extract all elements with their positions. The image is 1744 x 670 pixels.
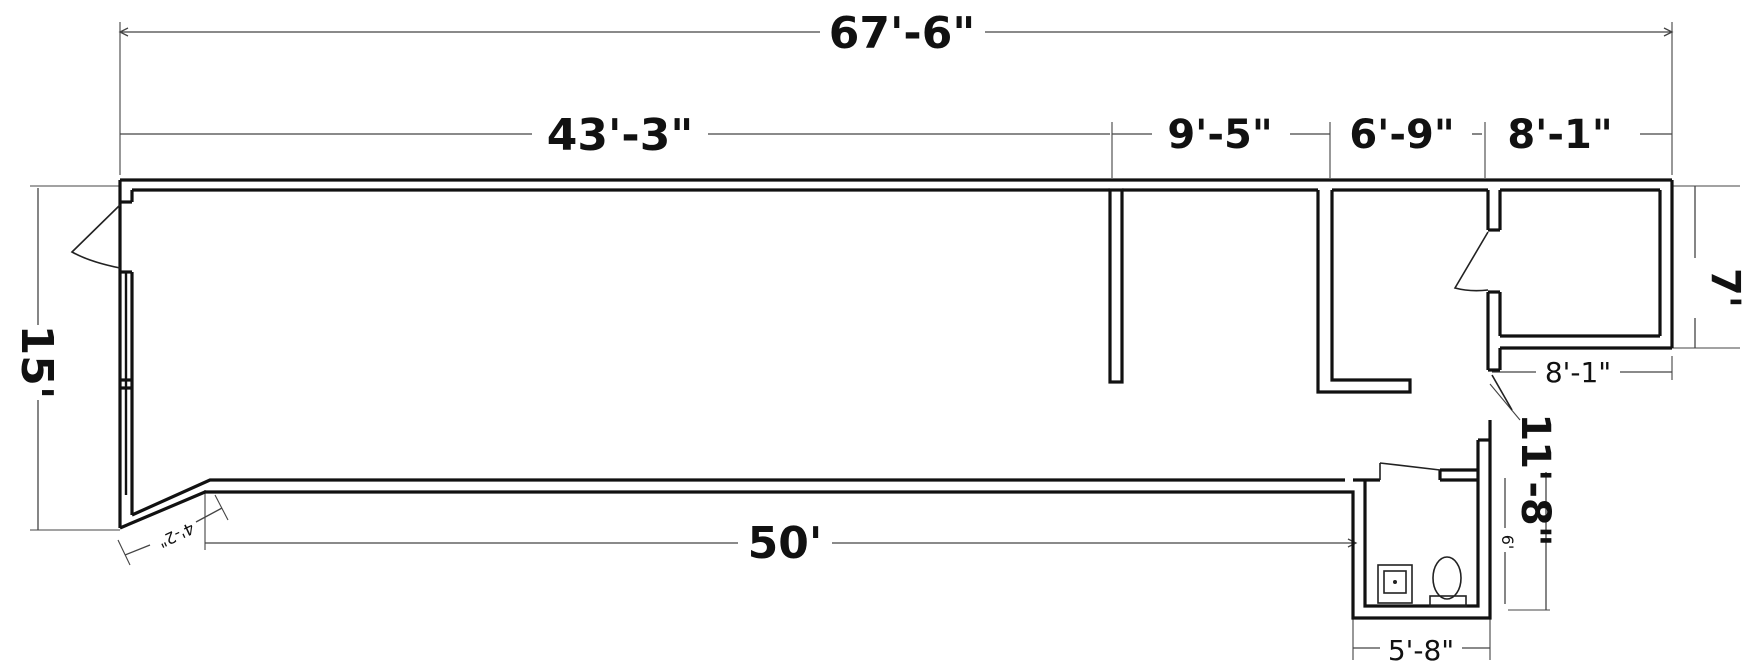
lower-right-height-label: 11'-8" bbox=[1512, 413, 1558, 546]
toilet-icon bbox=[1432, 556, 1462, 600]
angled-wall-label: 4'-2" bbox=[155, 518, 197, 551]
overall-width-label: 67'-6" bbox=[829, 8, 976, 59]
restroom-width-label: 5'-8" bbox=[1388, 634, 1454, 667]
dimension-labels: 67'-6" 43'-3" 9'-5" 6'-9" 8'-1" 15' 7' 8… bbox=[11, 8, 1744, 667]
restroom-fixtures bbox=[1377, 556, 1467, 607]
restroom-depth-label: 6' bbox=[1498, 535, 1517, 550]
right-room-width-label: 8'-1" bbox=[1545, 356, 1611, 389]
segment-1-label: 43'-3" bbox=[547, 110, 694, 161]
dimension-lines bbox=[30, 22, 1740, 660]
bottom-length-label: 50' bbox=[748, 518, 823, 569]
office-door-swing bbox=[1453, 231, 1489, 292]
restroom-door-swing bbox=[1379, 462, 1441, 480]
entry-door-swing bbox=[70, 204, 121, 269]
right-room-height-label: 7' bbox=[1702, 268, 1744, 308]
walls bbox=[118, 178, 1674, 620]
segment-2-label: 9'-5" bbox=[1167, 112, 1272, 158]
left-height-label: 15' bbox=[11, 325, 62, 400]
segment-4-label: 8'-1" bbox=[1507, 112, 1612, 158]
sink-icon bbox=[1377, 564, 1413, 604]
storage-door bbox=[1491, 374, 1513, 411]
doors bbox=[70, 204, 1513, 480]
segment-3-label: 6'-9" bbox=[1349, 112, 1454, 158]
